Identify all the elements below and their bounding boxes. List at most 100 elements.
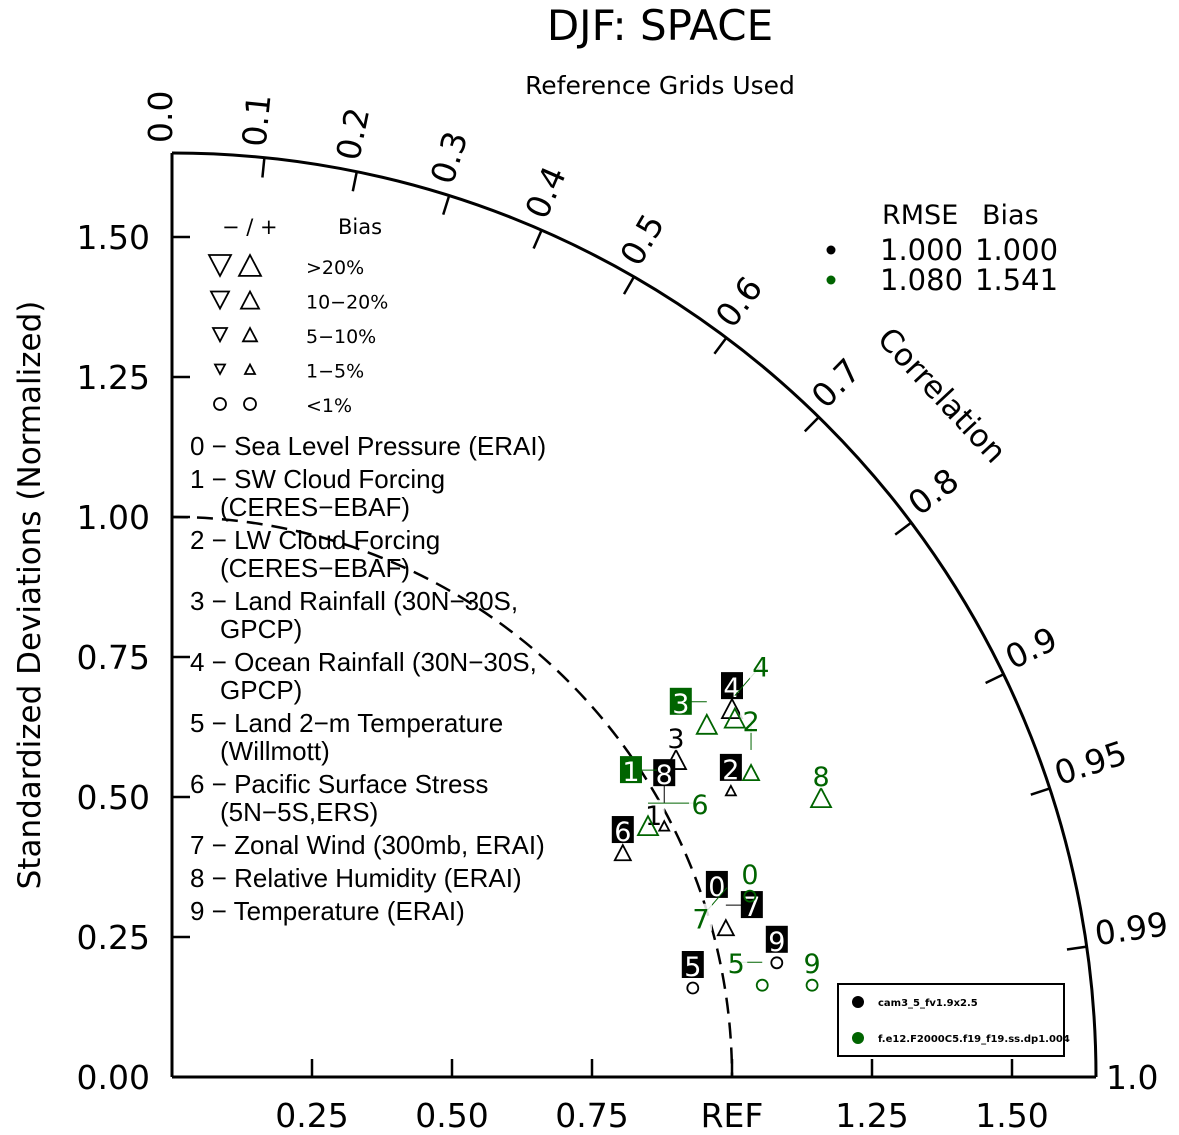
point-label: 1 xyxy=(645,801,662,832)
bias-legend-row: >20% xyxy=(306,257,364,279)
up-triangle-icon xyxy=(239,289,261,310)
point-label-backdrop xyxy=(665,723,687,751)
case-legend: cam3_5_fv1.9x2.5 f.e12.F2000C5.f19_f19.ss… xyxy=(837,983,1070,1057)
point-label: 9 xyxy=(803,949,820,980)
case-name: cam3_5_fv1.9x2.5 xyxy=(878,998,978,1009)
bias-legend-row: 10−20% xyxy=(306,292,388,314)
bias-up-triangle-marker xyxy=(636,814,660,837)
y-tick-label: 0.75 xyxy=(77,638,150,677)
data-point: 1 xyxy=(642,799,665,832)
correlation-tick-label: 0.95 xyxy=(1050,733,1132,793)
rmse-value: 1.080 xyxy=(880,263,963,297)
point-label-box xyxy=(765,925,788,953)
bias-header: Bias xyxy=(982,200,1039,231)
data-point: 6 xyxy=(636,789,711,837)
stats-marker-dot xyxy=(826,275,836,285)
bias-legend-sign: − / + xyxy=(222,215,278,239)
x-tick-label: 0.75 xyxy=(555,1096,628,1135)
correlation-tick xyxy=(713,337,728,355)
point-label-box xyxy=(619,756,642,784)
bias-circle-marker xyxy=(743,889,757,903)
point-label: 2 xyxy=(722,755,739,786)
rmse-header: RMSE xyxy=(882,200,958,231)
down-triangle-icon xyxy=(207,254,233,278)
bias-up-triangle-marker xyxy=(723,706,747,729)
data-point: 3 xyxy=(669,687,719,735)
case-marker-dot xyxy=(852,1032,864,1044)
point-label: 2 xyxy=(742,707,759,738)
correlation-tick-label: 1.0 xyxy=(1106,1058,1158,1097)
variable-list-item: 2 − LW Cloud Forcing(CERES−EBAF) xyxy=(190,525,440,583)
point-label-backdrop xyxy=(642,799,665,827)
point-label: 5 xyxy=(684,952,701,983)
correlation-tick xyxy=(351,171,359,192)
point-label-box xyxy=(705,870,728,898)
correlation-tick-label: 0.3 xyxy=(423,127,476,189)
bias-legend-row: <1% xyxy=(306,395,352,417)
correlation-tick-label: 0.2 xyxy=(328,104,377,163)
bias-up-triangle-marker xyxy=(613,843,633,862)
correlation-tick-label: 0.5 xyxy=(612,207,672,272)
point-label: 8 xyxy=(656,760,673,791)
point-label: 4 xyxy=(752,653,769,684)
correlation-arc xyxy=(171,151,1098,1078)
y-tick-label: 0.50 xyxy=(77,778,150,817)
variable-list-item: 9 − Temperature (ERAI) xyxy=(190,896,465,926)
correlation-tick xyxy=(1030,787,1051,796)
data-point: 1 xyxy=(619,756,657,788)
point-label-backdrop xyxy=(810,761,833,789)
point-label: 3 xyxy=(672,689,689,720)
variable-list-item: 5 − Land 2−m Temperature(Willmott) xyxy=(190,708,503,766)
case-name: f.e12.F2000C5.f19_f19.ss.dp1.004 xyxy=(878,1034,1070,1045)
down-triangle-icon xyxy=(211,327,229,344)
y-tick-label: 0.00 xyxy=(77,1058,150,1097)
point-label-backdrop xyxy=(749,651,772,679)
bias-value: 1.541 xyxy=(975,263,1058,297)
point-label-box xyxy=(653,759,676,787)
data-point: 8 xyxy=(653,759,676,832)
variable-list-item: 6 − Pacific Surface Stress(5N−5S,ERS) xyxy=(190,769,488,827)
up-triangle-icon xyxy=(237,253,263,277)
data-point: 5 xyxy=(681,951,704,995)
bias-legend: − / +Bias>20%10−20%5−10%1−5%<1% xyxy=(207,215,388,417)
point-label: 3 xyxy=(667,724,684,755)
correlation-tick xyxy=(1066,945,1087,951)
bias-up-triangle-marker xyxy=(724,783,738,797)
bias-up-triangle-marker xyxy=(720,697,744,720)
variable-list-item: 8 − Relative Humidity (ERAI) xyxy=(190,863,522,893)
data-point: 2 xyxy=(719,753,742,797)
point-label: 8 xyxy=(812,762,829,793)
y-tick-label: 0.25 xyxy=(77,918,150,957)
variable-list-item: 1 − SW Cloud Forcing(CERES−EBAF) xyxy=(190,464,445,522)
x-tick-label: 0.50 xyxy=(415,1096,488,1135)
bias-circle-marker xyxy=(755,978,769,992)
correlation-tick xyxy=(622,276,636,295)
data-point: 0 xyxy=(705,870,728,903)
y-tick-label: 1.00 xyxy=(77,498,150,537)
correlation-tick xyxy=(985,673,1005,685)
case-legend-box xyxy=(837,983,1065,1057)
bias-legend-row: 5−10% xyxy=(306,326,376,348)
point-label-backdrop xyxy=(738,859,761,887)
point-label: 5 xyxy=(728,949,745,980)
point-label-backdrop xyxy=(689,789,711,817)
point-label-box xyxy=(740,891,763,919)
bias-legend-row: 1−5% xyxy=(306,361,364,383)
down-triangle-icon xyxy=(213,363,227,376)
correlation-tick xyxy=(261,157,266,178)
bias-up-triangle-marker xyxy=(657,819,671,832)
case-marker-dot xyxy=(852,996,864,1008)
point-label: 4 xyxy=(723,673,740,704)
point-label: 6 xyxy=(614,817,631,848)
circle-icon xyxy=(213,397,227,411)
correlation-tick xyxy=(894,521,912,536)
x-tick-label: 1.25 xyxy=(835,1096,908,1135)
point-label-box xyxy=(611,816,634,844)
point-label: 9 xyxy=(768,927,785,958)
correlation-tick-label: 0.7 xyxy=(804,351,869,416)
data-point: 4 xyxy=(720,672,744,720)
variable-list-item: 7 − Zonal Wind (300mb, ERAI) xyxy=(190,830,545,860)
point-label-box xyxy=(669,687,692,715)
